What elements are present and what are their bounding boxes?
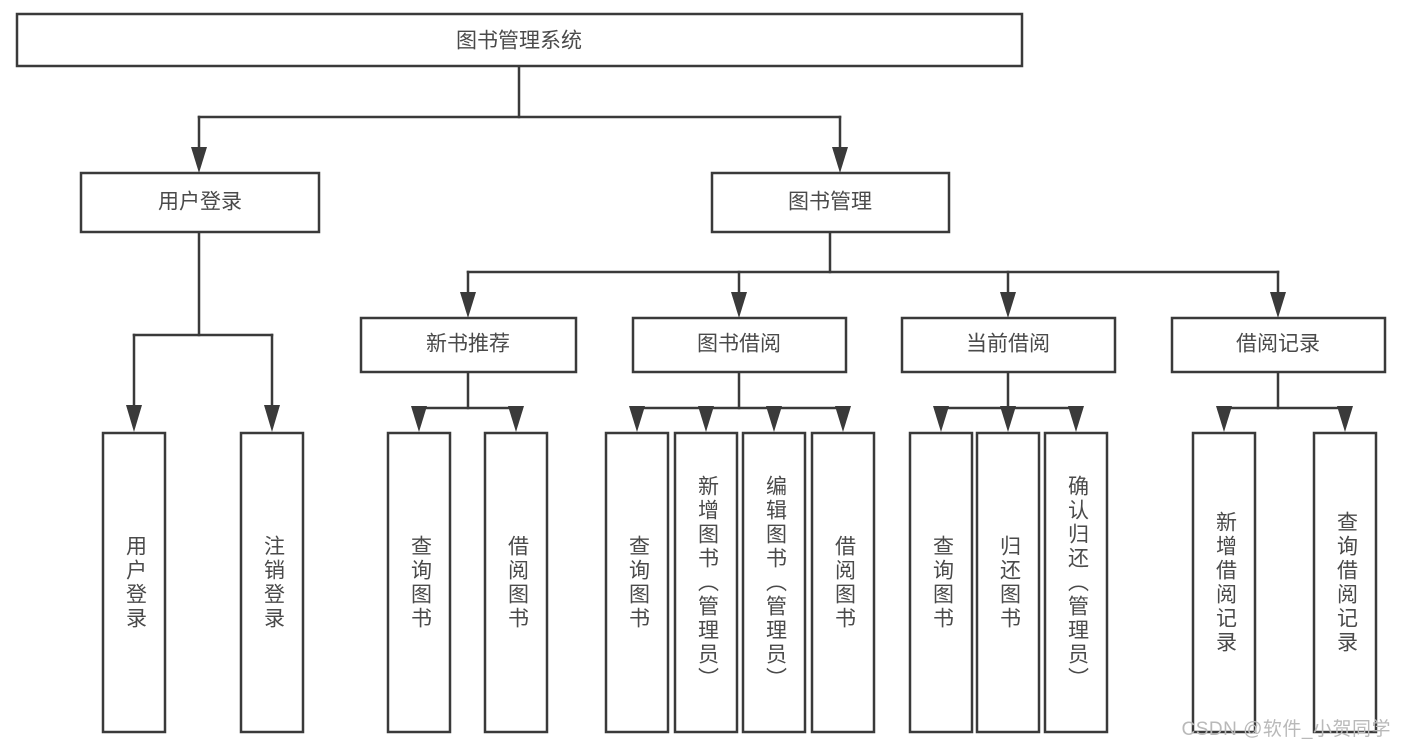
arrow-head-book-manage <box>832 147 848 173</box>
leaf-box-add-record[interactable] <box>1191 431 1257 734</box>
arrow-head-new-book-recommend <box>460 292 476 318</box>
arrow-head-leaf-borrow-book-1 <box>508 406 524 432</box>
connector-group-new-book-recommend <box>411 370 524 432</box>
leaf-box-add-book[interactable] <box>673 431 739 734</box>
leaf-box-return-book[interactable] <box>975 431 1041 734</box>
arrow-head-current-borrow <box>1000 292 1016 318</box>
node-user-login-label: 用户登录 <box>158 191 242 214</box>
arrow-head-leaf-user-login <box>126 405 142 432</box>
arrow-head-user-login <box>191 147 207 173</box>
node-book-manage[interactable]: 图书管理 <box>710 171 951 234</box>
node-book-borrow-label: 图书借阅 <box>697 333 781 356</box>
node-book-borrow[interactable]: 图书借阅 <box>631 316 848 374</box>
leaf-box-borrow-book-2[interactable] <box>810 431 876 734</box>
arrow-head-leaf-add-book <box>698 406 714 432</box>
connector-group-root <box>191 64 848 173</box>
leaf-box-query-record[interactable] <box>1312 431 1378 734</box>
arrow-head-leaf-add-record <box>1216 406 1232 432</box>
leaf-box-edit-book[interactable] <box>741 431 807 734</box>
node-new-book-recommend-label: 新书推荐 <box>426 333 510 356</box>
arrow-head-leaf-return-book <box>1000 406 1016 432</box>
node-user-login-box[interactable] <box>79 171 321 234</box>
leaf-box-query-book-2[interactable] <box>604 431 670 734</box>
node-user-login[interactable]: 用户登录 <box>79 171 321 234</box>
leaf-box-query-book-1[interactable] <box>386 431 452 734</box>
leaf-box-query-book-3[interactable] <box>908 431 974 734</box>
node-book-manage-label: 图书管理 <box>788 191 872 214</box>
node-root[interactable]: 图书管理系统 <box>15 12 1024 68</box>
node-borrow-record-label: 借阅记录 <box>1236 333 1320 356</box>
arrow-head-leaf-user-logout <box>264 405 280 432</box>
watermark-text: CSDN @软件_小贺同学 <box>1181 719 1391 740</box>
arrow-head-leaf-confirm-return <box>1068 406 1084 432</box>
leaf-boxes <box>101 431 1378 734</box>
leaf-box-user-login[interactable] <box>101 431 167 734</box>
node-current-borrow-box[interactable] <box>900 316 1117 374</box>
node-book-manage-box[interactable] <box>710 171 951 234</box>
arrow-head-leaf-borrow-book-2 <box>835 406 851 432</box>
arrow-head-leaf-query-book-2 <box>629 406 645 432</box>
leaf-box-user-logout[interactable] <box>239 431 305 734</box>
arrow-head-leaf-query-record <box>1337 406 1353 432</box>
node-current-borrow-label: 当前借阅 <box>966 333 1050 356</box>
connector-group-current-borrow <box>933 370 1084 432</box>
leaf-box-borrow-book-1[interactable] <box>483 431 549 734</box>
connector-group-borrow-record <box>1216 370 1353 432</box>
arrow-head-leaf-edit-book <box>766 406 782 432</box>
node-borrow-record-box[interactable] <box>1170 316 1387 374</box>
node-new-book-recommend[interactable]: 新书推荐 <box>359 316 578 374</box>
connector-group-user-login <box>126 230 280 432</box>
node-root-label: 图书管理系统 <box>456 30 582 53</box>
node-borrow-record[interactable]: 借阅记录 <box>1170 316 1387 374</box>
node-book-borrow-box[interactable] <box>631 316 848 374</box>
arrow-head-leaf-query-book-1 <box>411 406 427 432</box>
arrow-head-leaf-query-book-3 <box>933 406 949 432</box>
arrow-head-book-borrow <box>731 292 747 318</box>
node-root-box[interactable] <box>15 12 1024 68</box>
arrow-head-borrow-record <box>1270 292 1286 318</box>
connector-group-book-manage <box>460 230 1286 318</box>
node-current-borrow[interactable]: 当前借阅 <box>900 316 1117 374</box>
connector-group-book-borrow <box>629 370 851 432</box>
node-new-book-recommend-box[interactable] <box>359 316 578 374</box>
leaf-box-confirm-return[interactable] <box>1043 431 1109 734</box>
